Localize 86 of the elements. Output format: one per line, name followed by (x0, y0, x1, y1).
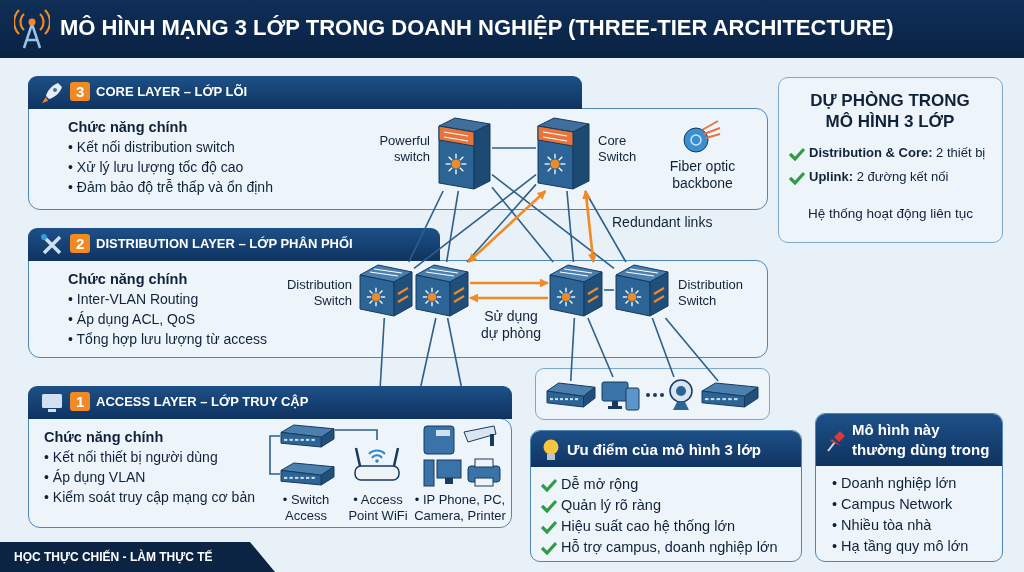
connector-line (413, 173, 537, 270)
card-note: Hệ thống hoạt động liên tục (806, 206, 975, 221)
connector-line (569, 317, 576, 382)
switch-icon (701, 382, 759, 408)
arrow (470, 278, 549, 288)
connector-line (491, 186, 554, 263)
computer-phone-icon (601, 378, 641, 411)
bullet-item: • Campus Network (832, 496, 953, 512)
device-label: Powerful switch (378, 133, 430, 165)
arrow (469, 293, 548, 303)
bullet-item: • Tổng hợp lưu lượng từ access (68, 331, 267, 347)
switch-icon (280, 424, 335, 448)
layer-panel (28, 76, 768, 210)
camera-icon (668, 378, 694, 411)
title: MÔ HÌNH MẠNG 3 LỚP TRONG DOANH NGHIỆP (THREE-TIER ARCHITECTURE) (60, 15, 894, 41)
card-title: Mô hình này thường dùng trong (852, 420, 991, 460)
icon-caption: Fiber optic backbone (668, 158, 737, 192)
device-label: Distribution Switch (678, 277, 745, 309)
bullet-item: • Đảm bảo độ trễ thấp và ổn định (68, 179, 273, 195)
core-switch-icon (536, 116, 591, 191)
footer-slogan: HỌC THỰC CHIẾN - LÀM THỰC TẾ (14, 550, 214, 565)
device-label: Core Switch (598, 133, 638, 165)
distribution-switch-icon (414, 262, 470, 318)
layer-panel (28, 228, 768, 358)
panel-title: DISTRIBUTION LAYER – LỚP PHÂN PHỐI (96, 236, 353, 251)
bullet-item: • Kiểm soát truy cập mạng cơ bản (44, 489, 255, 505)
bullet-item: • Áp dụng ACL, QoS (68, 311, 196, 327)
connector-line (566, 190, 575, 263)
number-badge: 2 (70, 234, 91, 253)
distribution-switch-icon (548, 262, 604, 318)
arrow (582, 190, 597, 263)
info-card (530, 430, 802, 562)
panel-title: CORE LAYER – LỚP LÕI (96, 84, 248, 99)
end-devices-drawing (420, 422, 504, 488)
device-label: • IP Phone, PC, Camera, Printer (413, 492, 507, 524)
device-label: • Switch Access (281, 492, 331, 524)
number-badge: 1 (70, 392, 91, 411)
number-badge: 3 (70, 82, 91, 101)
annotation: Redundant links (612, 214, 714, 231)
section-heading: Chức năng chính (68, 119, 188, 135)
check-item: Uplink: 2 đường kết nối (809, 169, 949, 184)
connector-line (603, 289, 615, 291)
connector-line (651, 317, 675, 378)
connector-line (408, 190, 444, 263)
card-title: DỰ PHÒNG TRONG MÔ HÌNH 3 LỚP (809, 90, 971, 132)
layer-panel (28, 386, 512, 528)
section-heading: Chức năng chính (68, 271, 188, 287)
distribution-switch-icon (358, 262, 414, 318)
bullet-item: • Xử lý lưu lượng tốc độ cao (68, 159, 244, 175)
check-item: Distribution & Core: 2 thiết bị (809, 145, 986, 160)
device-group-box (535, 368, 770, 420)
connector-line (466, 183, 537, 263)
info-card (815, 413, 1003, 562)
check-item: Hiệu suất cao hệ thống lớn (561, 518, 735, 534)
check-item: Quản lý rõ ràng (561, 497, 661, 513)
connector-line (379, 317, 386, 387)
switch-icon (546, 382, 596, 408)
connector-line (491, 173, 615, 270)
connector-line (446, 317, 462, 387)
connector-line (420, 317, 437, 387)
connector-line (587, 317, 614, 378)
card-title: Ưu điểm của mô hình 3 lớp (567, 440, 762, 460)
annotation: Sử dụng dự phòng (480, 308, 542, 342)
core-switch-icon (437, 116, 492, 191)
bullet-item: • Hạ tầng quy mô lớn (832, 538, 969, 554)
bullet-item: • Kết nối distribution switch (68, 139, 235, 155)
bullet-item: • Doanh nghiệp lớn (832, 475, 957, 491)
device-label: Distribution Switch (285, 277, 352, 309)
connector-line (664, 317, 719, 382)
info-card (778, 77, 1003, 243)
bullet-item: • Áp dụng VLAN (44, 469, 146, 485)
bullet-item: • Inter-VLAN Routing (68, 291, 199, 307)
connector-line (445, 190, 460, 263)
section-heading: Chức năng chính (44, 429, 164, 445)
device-label: • Access Point WiFi (347, 492, 409, 524)
connector-line (334, 429, 378, 441)
arrow (467, 190, 547, 263)
connector-line (269, 435, 281, 475)
bullet-item: • Kết nối thiết bị người dùng (44, 449, 218, 465)
distribution-switch-icon (614, 262, 670, 318)
panel-title: ACCESS LAYER – LỚP TRUY CẬP (96, 394, 309, 409)
check-item: Dễ mở rộng (561, 476, 639, 492)
switch-icon (280, 462, 335, 486)
check-item: Hỗ trợ campus, doanh nghiệp lớn (561, 539, 778, 555)
connector-line (491, 147, 537, 149)
bullet-item: • Nhiều tòa nhà (832, 517, 932, 533)
